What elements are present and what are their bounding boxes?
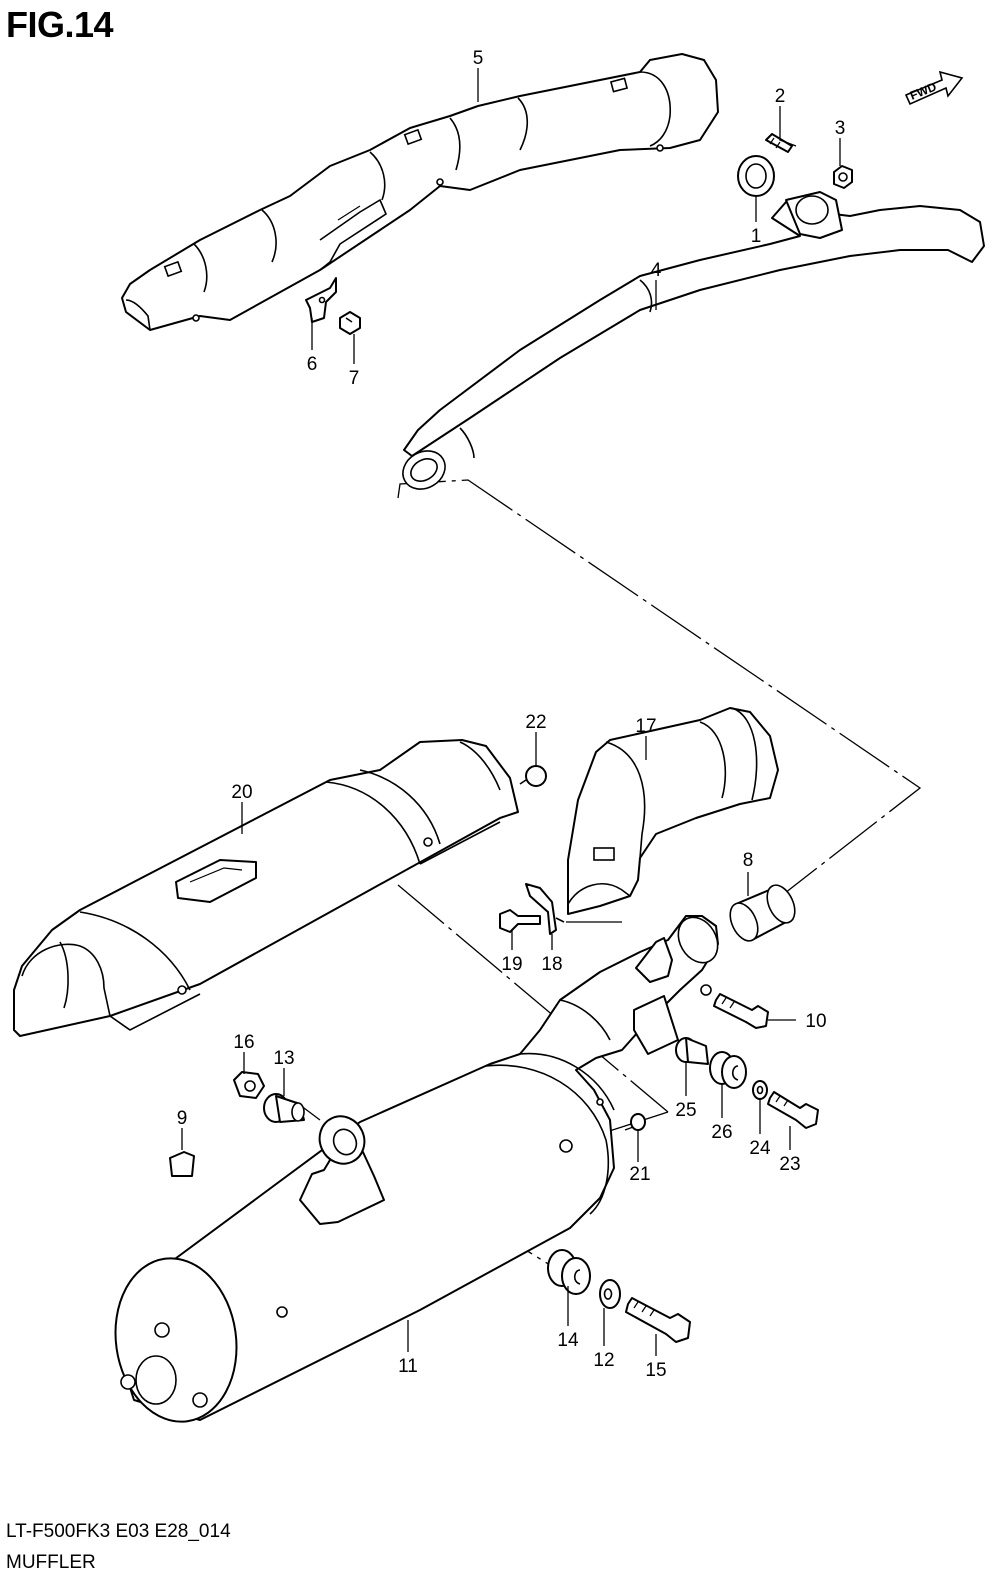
- part-24-washer: [752, 1080, 768, 1100]
- callout-19: 19: [501, 954, 522, 975]
- part-11-muffler: [114, 915, 719, 1423]
- callout-7: 7: [349, 368, 360, 389]
- part-1-gasket: [737, 155, 775, 197]
- part-25-spacer: [675, 1037, 709, 1065]
- part-23-bolt: [767, 1091, 819, 1129]
- callout-22: 22: [525, 712, 546, 733]
- callout-24: 24: [749, 1138, 771, 1159]
- callout-20: 20: [231, 782, 252, 803]
- callout-1: 1: [751, 226, 762, 247]
- figure-code: LT-F500FK3 E03 E28_014: [6, 1521, 231, 1542]
- callout-6: 6: [307, 354, 318, 375]
- callout-25: 25: [675, 1100, 696, 1121]
- part-13-spacer: [263, 1093, 305, 1123]
- callout-10: 10: [805, 1011, 826, 1032]
- callout-2: 2: [775, 86, 786, 107]
- part-26-cushion: [709, 1051, 747, 1089]
- part-19-bolt: [499, 909, 541, 933]
- callout-4: 4: [651, 260, 662, 281]
- part-18-clip: [525, 883, 565, 935]
- callout-3: 3: [835, 118, 846, 139]
- callout-23: 23: [779, 1154, 800, 1175]
- part-10-bolt: [713, 993, 769, 1029]
- callout-13: 13: [273, 1048, 294, 1069]
- part-5-exhaust-pipe-cover: [121, 53, 719, 331]
- callout-17: 17: [635, 716, 656, 737]
- part-6-clip: [305, 277, 337, 323]
- callout-15: 15: [645, 1360, 666, 1381]
- part-17-pipe-cover: [567, 707, 779, 915]
- callout-numbers: 1 2 3 4 5 6 7 8 9 10 11 12 13 14 15 16 1…: [177, 48, 846, 1381]
- callout-21: 21: [629, 1164, 650, 1185]
- part-4-exhaust-pipe: [402, 191, 985, 490]
- callout-26: 26: [711, 1122, 732, 1143]
- callout-8: 8: [743, 850, 754, 871]
- fwd-arrow-icon: FWD: [904, 70, 964, 106]
- callout-9: 9: [177, 1108, 188, 1129]
- callout-18: 18: [541, 954, 562, 975]
- part-21-grommet: [630, 1113, 646, 1131]
- part-22-nut: [519, 765, 547, 787]
- callout-16: 16: [233, 1032, 254, 1053]
- fwd-label: FWD: [908, 79, 939, 102]
- callout-5: 5: [473, 48, 484, 69]
- part-8-connector: [729, 884, 796, 942]
- callout-11: 11: [398, 1356, 418, 1377]
- part-15-bolt: [625, 1297, 691, 1343]
- callout-14: 14: [557, 1330, 579, 1351]
- callout-12: 12: [593, 1350, 614, 1371]
- part-16-nut: [233, 1071, 265, 1099]
- figure-title: FIG.14: [6, 4, 114, 45]
- part-7-screw: [339, 311, 361, 335]
- part-9-cap: [169, 1151, 195, 1177]
- part-20-muffler-cover: [13, 739, 519, 1037]
- part-14-cushion: [547, 1249, 591, 1295]
- part-2-stud: [765, 133, 793, 153]
- part-12-washer: [599, 1279, 621, 1309]
- figure-name: MUFFLER: [6, 1552, 96, 1573]
- part-3-nut: [833, 165, 853, 189]
- callout-leaders: [181, 68, 841, 1356]
